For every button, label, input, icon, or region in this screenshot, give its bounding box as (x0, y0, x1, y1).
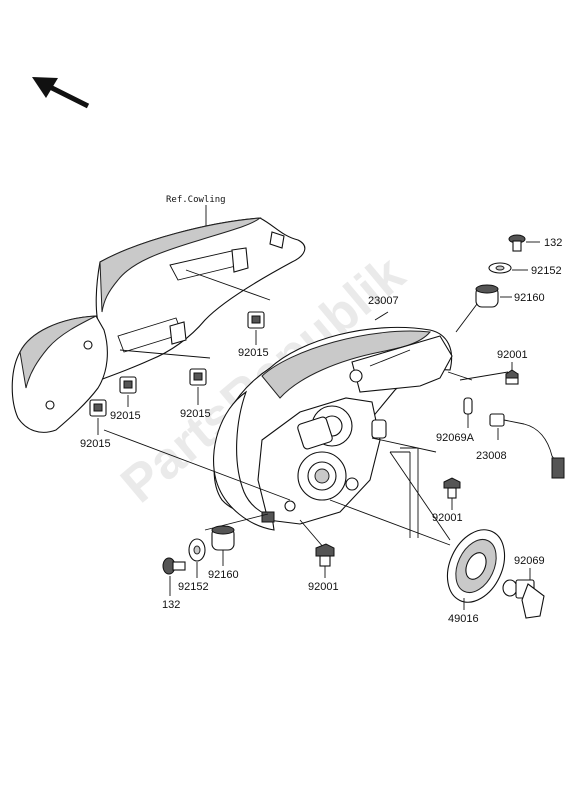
bolt-92001-bottom (315, 543, 335, 567)
label-132-bottom: 132 (162, 599, 180, 611)
label-92001-bottom: 92001 (308, 581, 339, 593)
label-92001-right: 92001 (497, 349, 528, 361)
label-92015-c: 92015 (180, 408, 211, 420)
clip-92015-parts (89, 311, 265, 417)
bolt-132-bottom (162, 557, 186, 575)
ref-cowling-label: Ref.Cowling (166, 195, 226, 205)
label-23007: 23007 (368, 295, 399, 307)
label-132-top: 132 (544, 237, 562, 249)
label-92015-a: 92015 (238, 347, 269, 359)
label-92152-bottom: 92152 (178, 581, 209, 593)
washer-92152-bottom (188, 538, 206, 562)
label-92015-d: 92015 (80, 438, 111, 450)
direction-arrow-icon (32, 77, 90, 109)
grommet-92160-bottom (211, 525, 235, 551)
label-92160-bottom: 92160 (208, 569, 239, 581)
label-92152-top: 92152 (531, 265, 562, 277)
grommet-92160-top (475, 284, 499, 308)
label-92160-top: 92160 (514, 292, 545, 304)
bolt-92001-right (505, 369, 519, 385)
label-92015-b: 92015 (110, 410, 141, 422)
cap-49016 (446, 529, 506, 603)
label-92069: 92069 (514, 555, 545, 567)
washer-92152-top (488, 262, 512, 274)
label-23008: 23008 (476, 450, 507, 462)
bulb-92069 (502, 579, 545, 619)
label-92069a: 92069A (436, 432, 475, 444)
label-49016: 49016 (448, 613, 479, 625)
socket-23008 (489, 413, 565, 479)
bolt-132-top (508, 234, 526, 252)
bulb-92069a (463, 397, 473, 428)
headlight-assembly-23007 (213, 326, 453, 531)
cowling-part (11, 217, 306, 433)
label-92001-right-lower: 92001 (432, 512, 463, 524)
bolt-92001-right-lower (443, 477, 461, 499)
